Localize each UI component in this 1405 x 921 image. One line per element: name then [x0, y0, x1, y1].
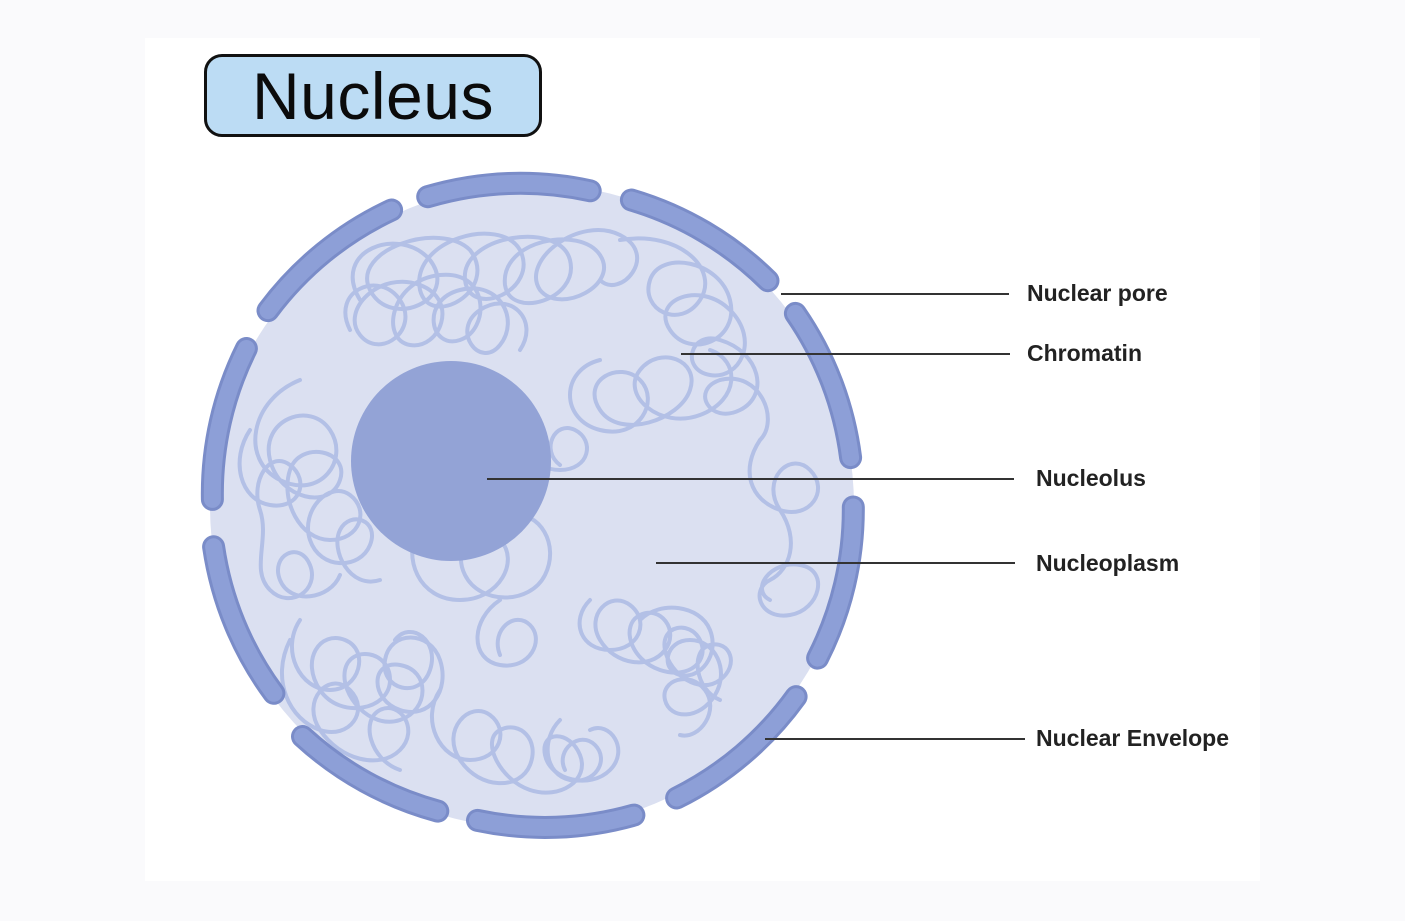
- chromatin: [237, 228, 821, 795]
- label-chromatin: Chromatin: [1027, 340, 1142, 366]
- title-box: Nucleus: [204, 54, 542, 137]
- label-nucleolus: Nucleolus: [1036, 465, 1146, 491]
- label-nuclear-pore: Nuclear pore: [1027, 280, 1168, 306]
- label-nucleoplasm: Nucleoplasm: [1036, 550, 1180, 576]
- diagram-title: Nucleus: [252, 58, 494, 133]
- nucleolus: [351, 361, 551, 561]
- label-nuclear-envelope: Nuclear Envelope: [1036, 725, 1230, 751]
